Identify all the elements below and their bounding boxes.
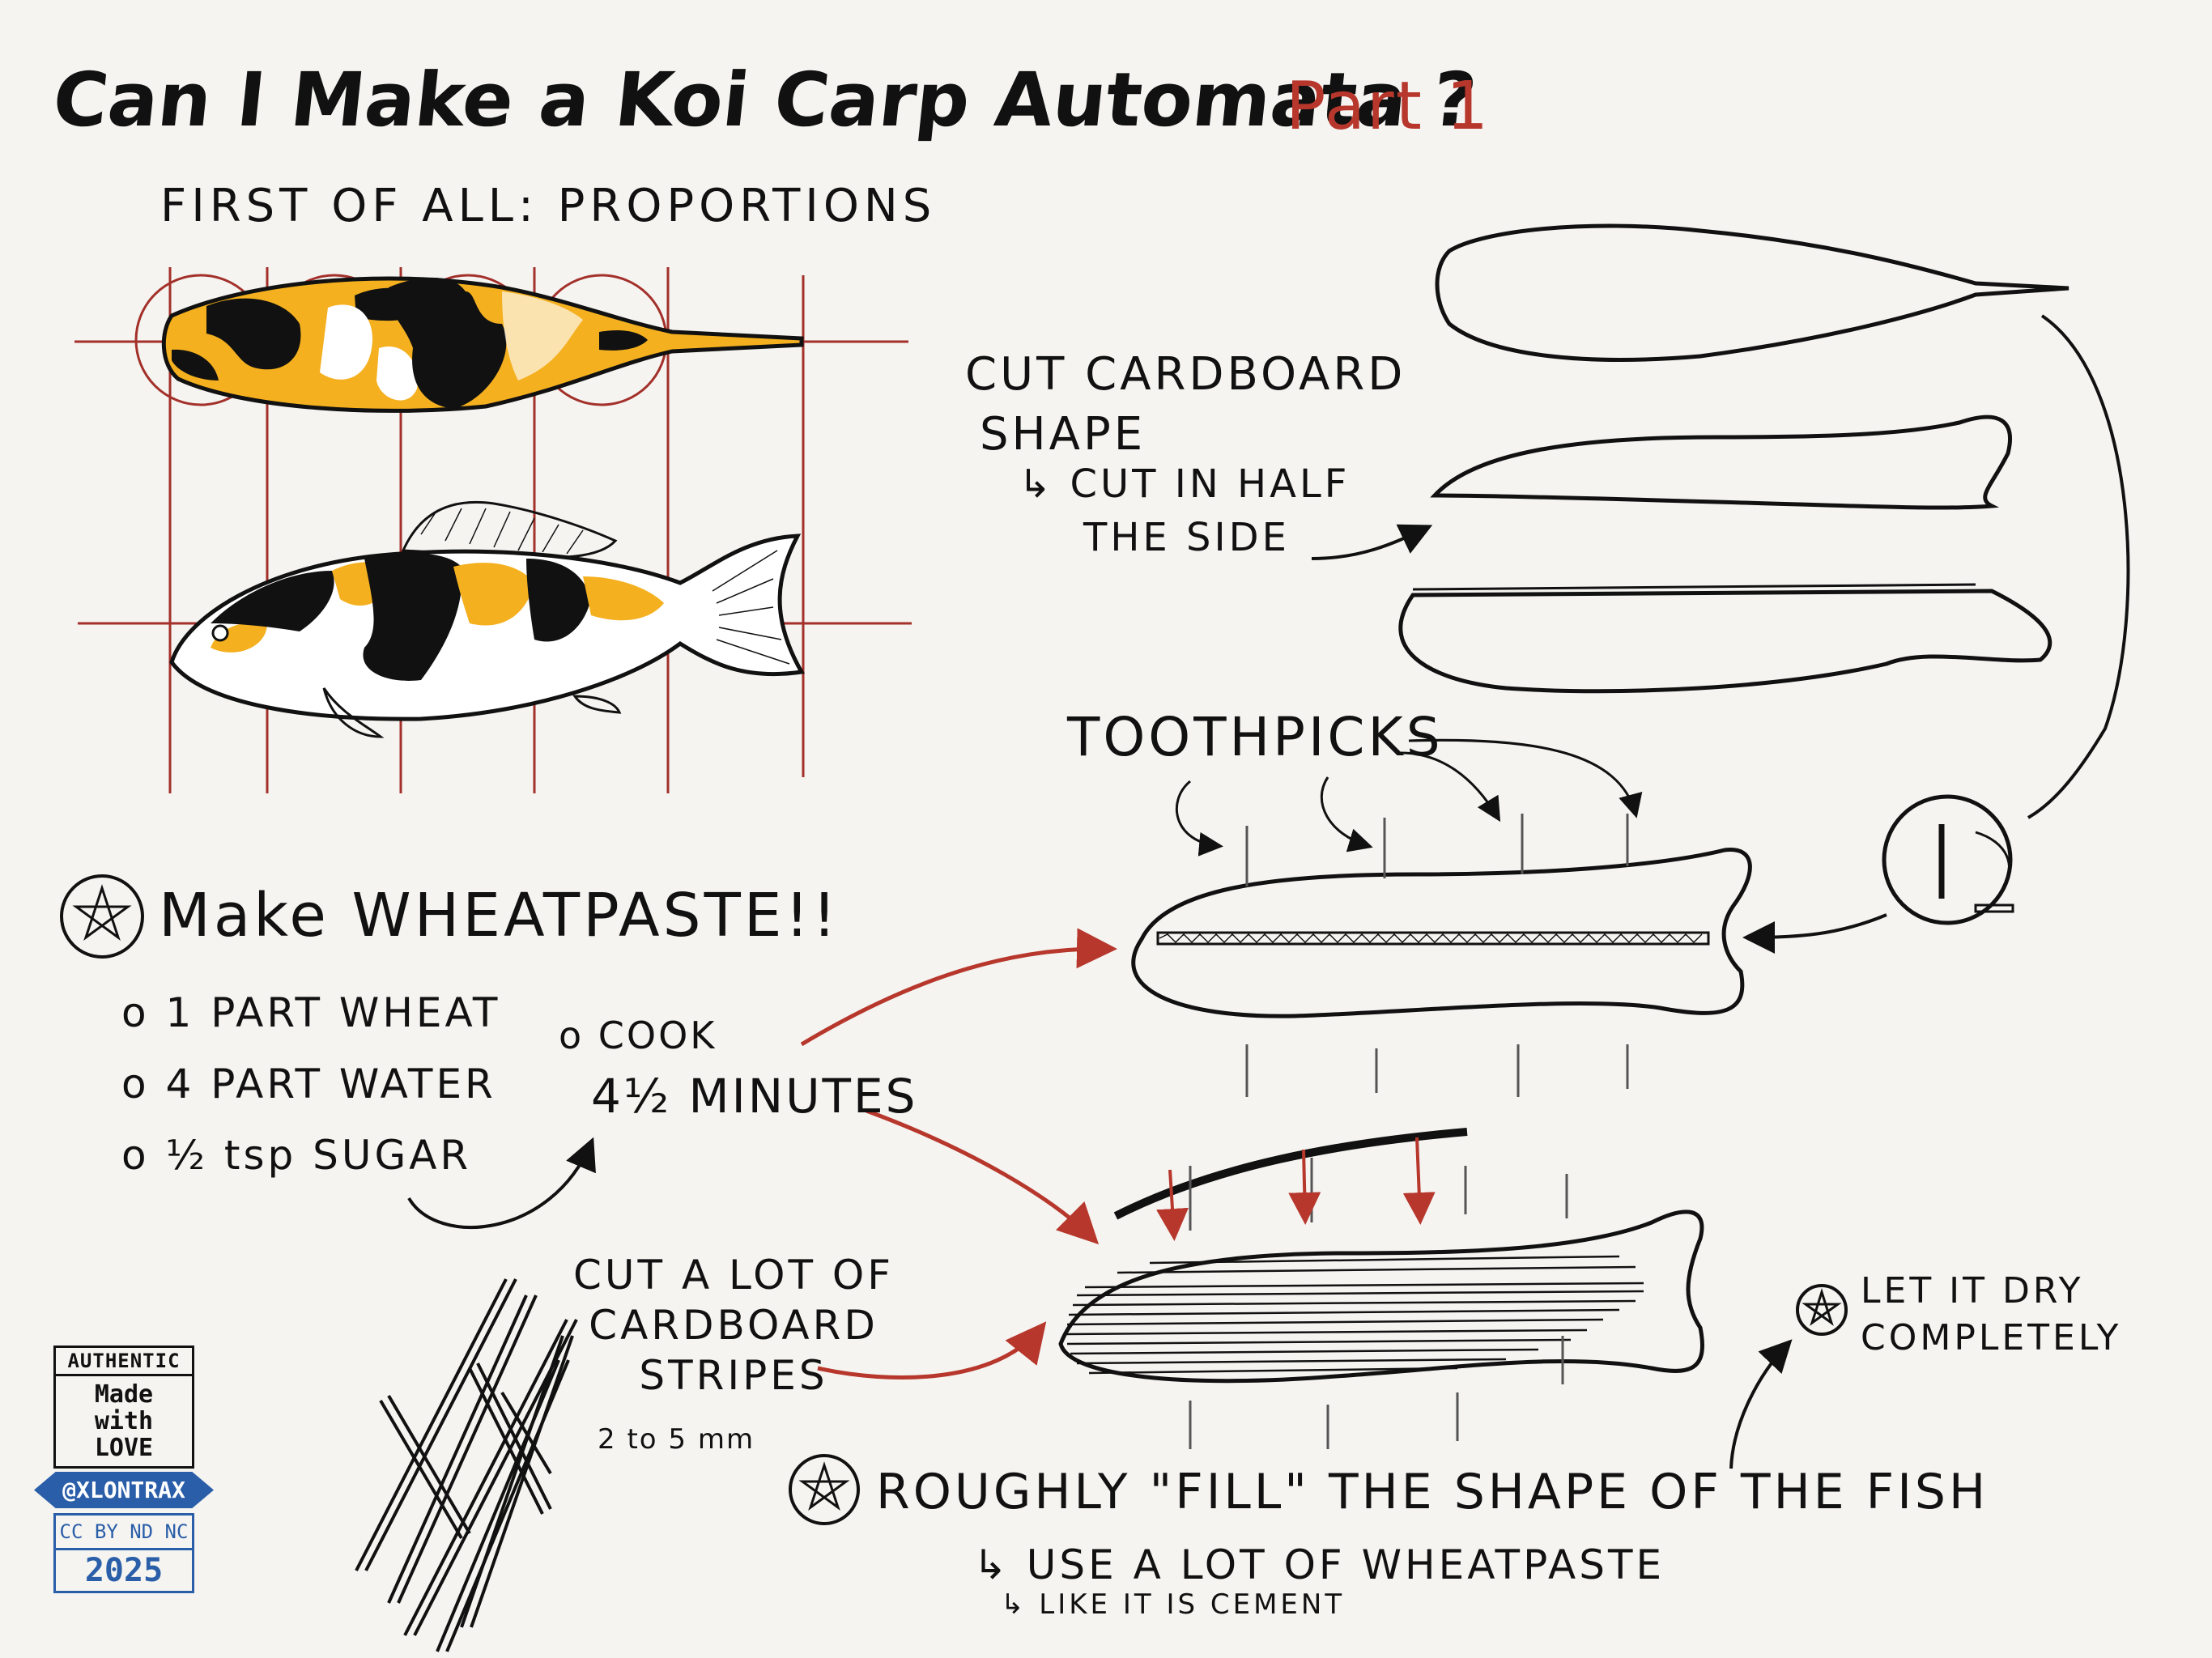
cardboard-shapes (1398, 223, 2069, 694)
badge-made-with-love: Made with LOVE (53, 1376, 194, 1469)
ingredient-item: o ½ tsp SUGAR (121, 1132, 472, 1179)
dry-step-line1: LET IT DRY (1861, 1270, 2084, 1312)
fish-with-spine (1131, 738, 1752, 1097)
stripes-line3: STRIPES (639, 1352, 828, 1399)
badge-authentic: AUTHENTIC (53, 1346, 194, 1376)
ingredient-item: o 4 PART WATER (121, 1061, 496, 1107)
star-bullet-icon (1796, 1284, 1848, 1336)
star-bullet-icon (789, 1454, 860, 1525)
stripes-line2: CARDBOARD (589, 1302, 878, 1349)
dry-step: LET IT DRY COMPLETELY (1861, 1268, 2121, 1362)
koi-top-view (161, 276, 804, 413)
badge-year: 2025 (53, 1550, 194, 1593)
fill-step-heading: ROUGHLY "FILL" THE SHAPE OF THE FISH (876, 1464, 1989, 1520)
authentic-badge: AUTHENTIC Made with LOVE @XLONTRAX CC BY… (34, 1346, 214, 1593)
page-title: Can I Make a Koi Carp Automata ? (49, 57, 1481, 143)
badge-line2: Made (94, 1380, 154, 1409)
proportions-heading: FIRST OF ALL: PROPORTIONS (160, 180, 937, 232)
toothpicks-label: TOOTHPICKS (1067, 706, 1444, 768)
cardboard-stripes-pile (355, 1278, 578, 1652)
cook-duration: 4½ MINUTES (591, 1069, 918, 1124)
dry-step-line2: COMPLETELY (1861, 1317, 2122, 1358)
stripes-line1: CUT A LOT OF (573, 1252, 895, 1299)
badge-license: CC BY ND NC (53, 1513, 194, 1550)
ingredient-item: o 1 PART WHEAT (121, 989, 501, 1036)
fill-step-sub2: ↳ LIKE IT IS CEMENT (1001, 1588, 1346, 1621)
badge-line4: LOVE (94, 1434, 154, 1462)
stripes-size: 2 to 5 mm (598, 1423, 755, 1456)
cook-label: o COOK (559, 1014, 717, 1057)
wheatpaste-heading: Make WHEATPASTE!! (159, 881, 840, 950)
fill-step-sub: ↳ USE A LOT OF WHEATPASTE (973, 1541, 1665, 1588)
flow-arrows (407, 524, 1793, 1469)
cut-label-line3: ↳ CUT IN HALF (1019, 461, 1351, 507)
badge-handle: @XLONTRAX (34, 1472, 214, 1508)
cut-label-line2: SHAPE (980, 408, 1146, 461)
stripes-label: CUT A LOT OF CARDBOARD STRIPES (573, 1250, 894, 1401)
badge-line3: with (94, 1407, 154, 1435)
part-label: Part 1 (1286, 68, 1491, 145)
cut-label-line1: CUT CARDBOARD (965, 348, 1406, 401)
fish-filled-stripes (1058, 1128, 1704, 1449)
cut-label-line4: THE SIDE (1083, 515, 1290, 560)
koi-side-view (169, 500, 805, 738)
spine-detail-circle (1742, 314, 2130, 954)
star-bullet-icon (60, 874, 144, 959)
